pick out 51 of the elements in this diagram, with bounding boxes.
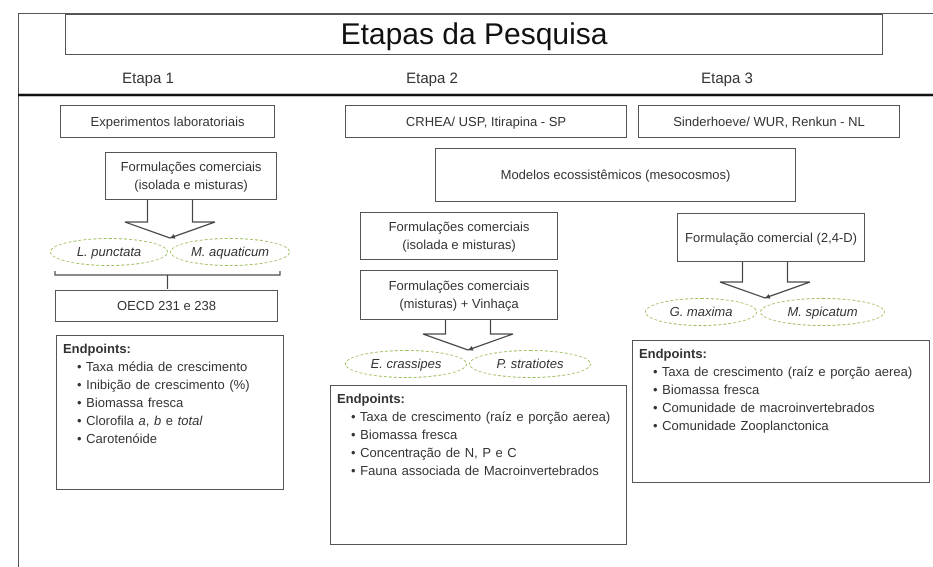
endpoints-box <box>56 335 284 490</box>
process-box <box>105 152 277 200</box>
process-box <box>435 148 796 202</box>
list-item: • Concentração de N, P e C <box>351 444 518 462</box>
process-box <box>60 105 275 138</box>
box-text: OECD 231 e 238 <box>116 297 217 315</box>
box-text: Modelos ecossistêmicos (mesocosmos) <box>500 166 732 184</box>
list-item: • Comunidade de macroinvertebrados <box>653 399 876 417</box>
box-text: CRHEA/ USP, Itirapina - SP <box>404 112 568 130</box>
list-item: • Fauna associada de Macroinvertebrados <box>351 462 600 480</box>
block-arrow <box>719 261 811 299</box>
species-name: L. punctata <box>76 243 142 261</box>
list-item: • Biomassa fresca <box>653 381 760 399</box>
species-name: M. aquaticum <box>190 243 270 261</box>
endpoints-box <box>330 385 627 545</box>
list-heading: Endpoints: <box>63 340 132 358</box>
list-item: • Biomassa fresca <box>77 394 184 412</box>
list-item: • Clorofila a, b e total <box>77 412 204 430</box>
process-box <box>55 290 278 322</box>
species-name: E. crassipes <box>370 355 442 373</box>
process-box <box>345 105 627 138</box>
species-name: G. maxima <box>670 303 732 321</box>
process-box <box>638 105 900 138</box>
list-item: • Biomassa fresca <box>351 426 458 444</box>
process-box <box>677 213 865 262</box>
list-item: • Taxa de crescimento (raíz e porção aerea) <box>351 408 612 426</box>
column-heading: Etapa 3 <box>701 70 753 87</box>
list-item: • Taxa de crescimento (raíz e porção aerea) <box>653 363 914 381</box>
column-heading: Etapa 1 <box>122 70 174 87</box>
list-heading: Endpoints: <box>337 390 406 408</box>
box-text: Formulações comerciais (misturas) + Vinhaça <box>388 277 530 313</box>
box-text: Sinderhoeve/ WUR, Renkun - NL <box>672 112 866 130</box>
list-item: • Taxa média de crescimento <box>77 358 248 376</box>
block-arrow <box>422 319 514 351</box>
box-text: Experimentos laboratoriais <box>90 112 246 130</box>
title: Etapas da Pesquisa <box>65 14 883 55</box>
process-box <box>360 270 558 320</box>
species-name: P. stratiotes <box>496 355 564 373</box>
process-box <box>360 212 558 260</box>
column-heading: Etapa 2 <box>406 70 458 87</box>
block-arrow <box>124 199 216 239</box>
species-name: M. spicatum <box>787 303 858 321</box>
box-text: Formulação comercial (2,4-D) <box>684 228 858 246</box>
list-item: • Comunidade Zooplanctonica <box>653 417 830 435</box>
endpoints-box <box>632 340 930 483</box>
list-heading: Endpoints: <box>639 345 708 363</box>
box-text: Formulações comerciais (isolada e misturas) <box>388 218 530 254</box>
list-item: • Inibição de crescimento (%) <box>77 376 251 394</box>
box-text: Formulações comerciais (isolada e misturas) <box>120 158 262 194</box>
list-item: • Carotenóide <box>77 430 158 448</box>
bracket-connector <box>54 270 281 290</box>
